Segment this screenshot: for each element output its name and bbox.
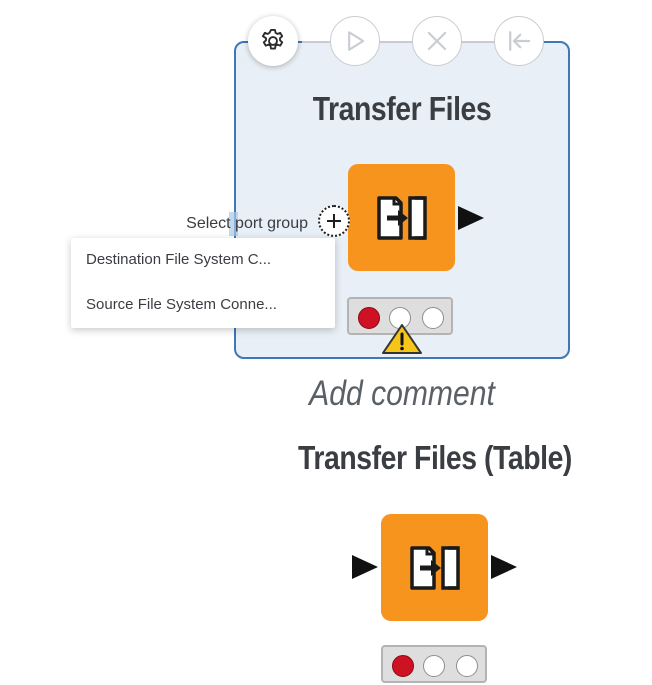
add-comment-placeholder[interactable]: Add comment (309, 374, 495, 413)
node-status-indicator (347, 297, 453, 335)
status-light-green (456, 655, 478, 677)
configure-button[interactable] (248, 16, 298, 66)
input-port-icon[interactable] (350, 553, 380, 581)
plus-icon (327, 214, 341, 228)
port-group-menu: Destination File System C... Source File… (71, 238, 335, 328)
node-title[interactable]: Transfer Files (312, 90, 492, 127)
status-light-yellow (423, 655, 445, 677)
gear-icon (261, 28, 284, 50)
status-light-green (422, 307, 444, 329)
warning-icon[interactable] (381, 323, 423, 355)
add-port-button[interactable] (318, 205, 350, 237)
node-body-second[interactable] (381, 514, 488, 621)
action-connector (380, 41, 414, 43)
menu-item-source[interactable]: Source File System Conne... (86, 296, 277, 313)
reset-button[interactable] (494, 16, 544, 66)
play-icon (348, 31, 365, 51)
menu-item-destination[interactable]: Destination File System C... (86, 251, 272, 268)
action-connector (462, 41, 496, 43)
status-light-red (358, 307, 380, 329)
status-light-red (392, 655, 414, 677)
node-status-indicator-second (381, 645, 487, 683)
transfer-files-icon (376, 195, 427, 240)
transfer-files-icon (409, 545, 460, 590)
close-icon (427, 31, 447, 51)
text-cursor-highlight (229, 212, 238, 236)
action-connector (302, 41, 332, 43)
select-port-group-label: Select port group (186, 215, 308, 232)
node-title-second[interactable]: Transfer Files (Table) (298, 439, 572, 476)
output-port-icon[interactable] (456, 204, 486, 232)
node-body[interactable] (348, 164, 455, 271)
cancel-button[interactable] (412, 16, 462, 66)
execute-button[interactable] (330, 16, 380, 66)
reset-icon (509, 31, 531, 51)
output-port-icon[interactable] (489, 553, 519, 581)
